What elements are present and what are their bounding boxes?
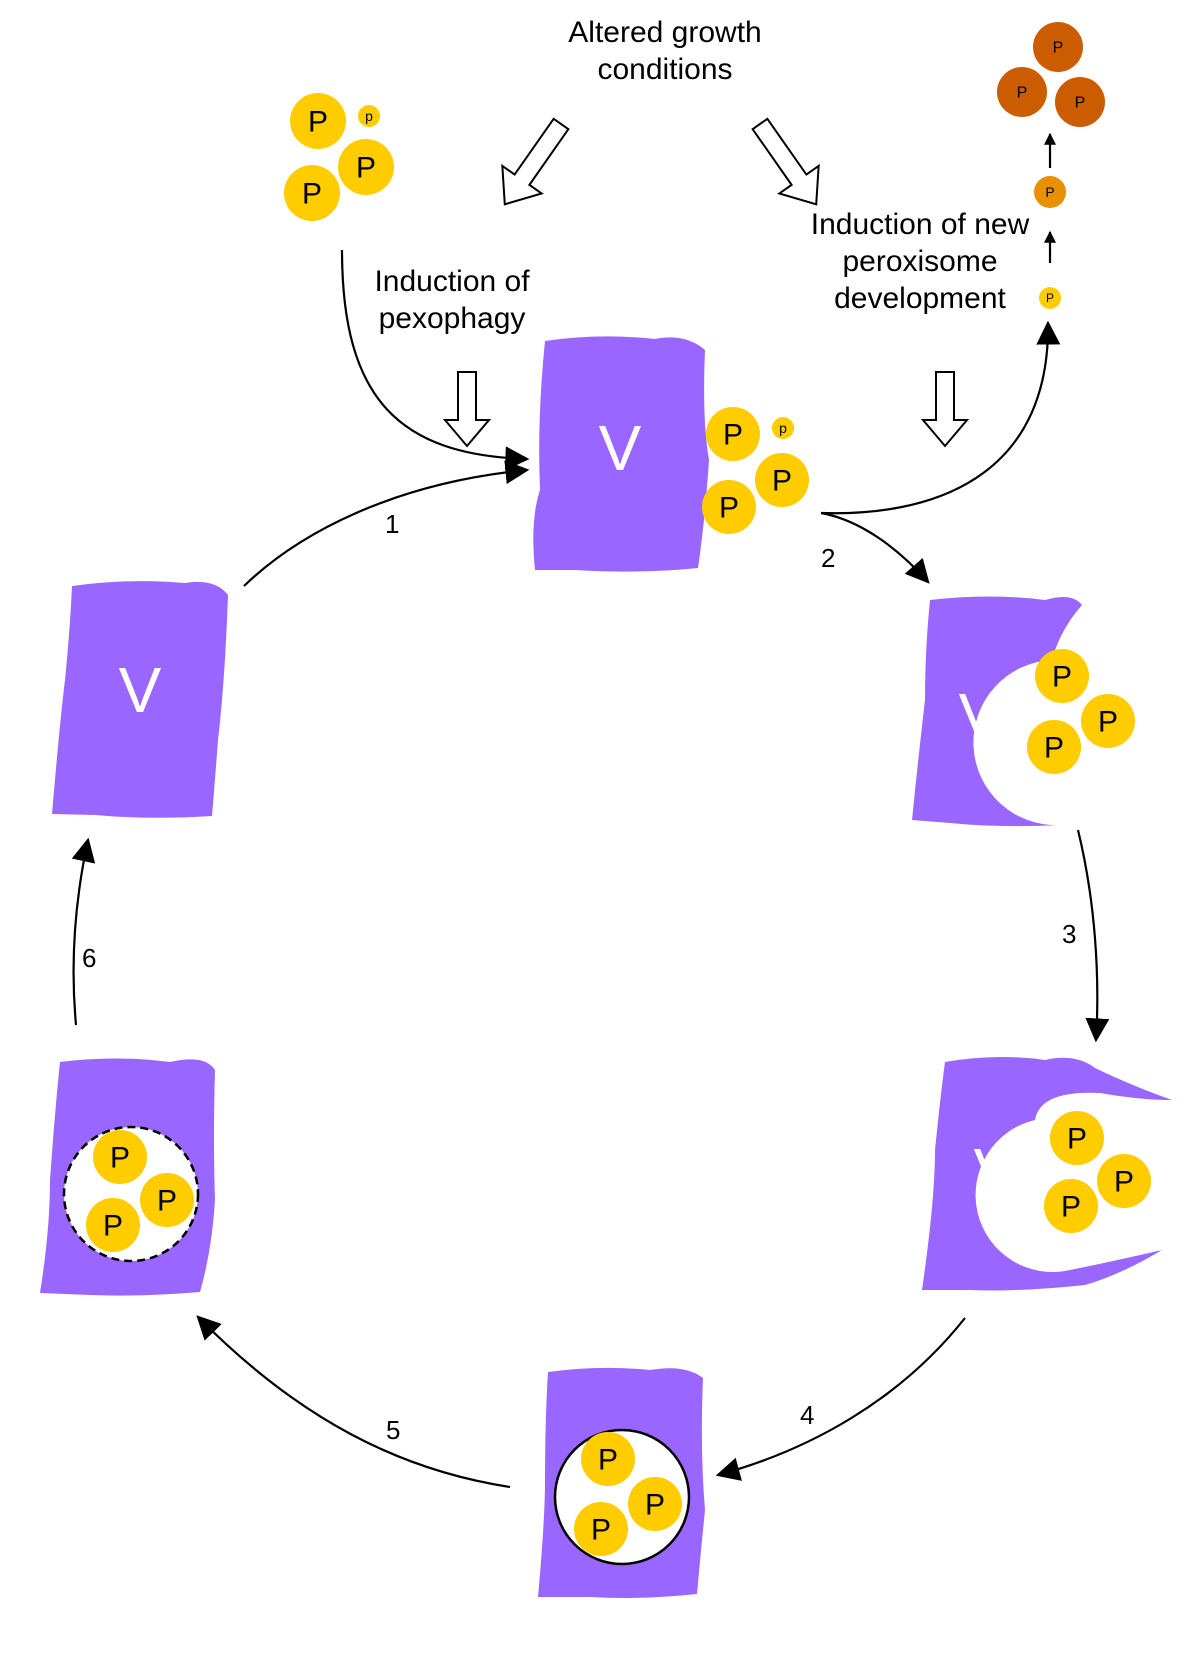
peroxisome-mature-letter: P bbox=[1053, 40, 1064, 57]
peroxisome bbox=[1050, 1111, 1104, 1165]
peroxisome-mature bbox=[997, 67, 1047, 117]
hollow-arrow-to-pexophagy bbox=[501, 117, 570, 206]
peroxisome-letter: P bbox=[302, 178, 322, 211]
induction-new-peroxisome-label-line2: peroxisome bbox=[842, 245, 997, 278]
step-label-4: 4 bbox=[800, 1400, 814, 1430]
peroxisome bbox=[1044, 1179, 1098, 1233]
peroxisome-letter: P bbox=[1098, 706, 1118, 739]
peroxisome-letter: P bbox=[591, 1514, 611, 1547]
peroxisome-letter: P bbox=[772, 465, 792, 498]
peroxisome-mature-letter: P bbox=[1075, 95, 1086, 112]
arrow-to-new-peroxisome-development bbox=[820, 320, 1061, 515]
peroxisome bbox=[574, 1502, 628, 1556]
peroxisome-letter: P bbox=[308, 106, 328, 139]
step-label-2: 2 bbox=[821, 543, 835, 573]
altered-growth-label-line2: conditions bbox=[597, 53, 732, 86]
peroxisome-letter: P bbox=[157, 1185, 177, 1218]
peroxisome bbox=[1081, 694, 1135, 748]
vacuole-top: V bbox=[533, 336, 709, 572]
vacuole-bottom bbox=[538, 1367, 705, 1598]
peroxisome-letter: P bbox=[1052, 661, 1072, 694]
peroxisome-letter: P bbox=[103, 1210, 123, 1243]
peroxisome-mature bbox=[1033, 22, 1083, 72]
peroxisome-letter: P bbox=[1061, 1191, 1081, 1224]
peroxisome-letter: P bbox=[598, 1444, 618, 1477]
peroxisome-letter: P bbox=[1067, 1123, 1087, 1156]
arrow-step-1 bbox=[243, 460, 530, 587]
hollow-arrow-to-new-peroxisome bbox=[751, 117, 820, 206]
arrow-step-2 bbox=[820, 511, 930, 584]
arrow-step-5 bbox=[196, 1315, 511, 1489]
peroxisome bbox=[706, 407, 760, 461]
peroxisome bbox=[581, 1432, 635, 1486]
peroxisome bbox=[93, 1130, 147, 1184]
peroxisome bbox=[1027, 720, 1081, 774]
peroxisome bbox=[290, 93, 346, 149]
peroxisome bbox=[338, 139, 394, 195]
peroxisome-letter: P bbox=[719, 492, 739, 525]
peroxisome bbox=[86, 1198, 140, 1252]
vacuole-engulfing-2: V bbox=[922, 1056, 1172, 1291]
peroxisome-developing bbox=[1039, 287, 1061, 309]
vacuole-engulfing-2-letter: V bbox=[974, 1135, 1017, 1207]
peroxisome-growing-letter: P bbox=[1045, 184, 1054, 200]
vacuole-left-letter: V bbox=[119, 654, 162, 726]
induction-new-peroxisome-label-line3: development bbox=[834, 282, 1006, 315]
induction-new-peroxisome-label-line1: Induction of new bbox=[811, 208, 1030, 241]
peroxisome-mature bbox=[1055, 77, 1105, 127]
peroxisome-letter: P bbox=[645, 1489, 665, 1522]
vacuole-engulfing-1: V bbox=[912, 596, 1082, 827]
peroxisome bbox=[1097, 1154, 1151, 1208]
peroxisome-small-letter: p bbox=[779, 420, 787, 436]
step-label-3: 3 bbox=[1062, 919, 1076, 949]
peroxisome bbox=[140, 1173, 194, 1227]
peroxisome-mature-letter: P bbox=[1017, 85, 1028, 102]
vacuole-top-letter: V bbox=[599, 412, 642, 484]
peroxisome-letter: P bbox=[356, 152, 376, 185]
induction-pexophagy-label-line2: pexophagy bbox=[379, 302, 526, 335]
arrow-step-4 bbox=[715, 1317, 966, 1481]
arrow-step-3 bbox=[1076, 829, 1110, 1043]
step-label-1: 1 bbox=[385, 509, 399, 539]
peroxisome-small bbox=[772, 417, 794, 439]
hollow-arrow-down-left bbox=[442, 371, 492, 448]
peroxisome-growing bbox=[1034, 176, 1066, 208]
step-label-6: 6 bbox=[82, 943, 96, 973]
peroxisome-letter: P bbox=[723, 419, 743, 452]
arrow-peroxisomes-to-vacuole bbox=[340, 249, 530, 471]
peroxisome-letter: P bbox=[110, 1142, 130, 1175]
step-label-5: 5 bbox=[386, 1415, 400, 1445]
arrow-step-6 bbox=[71, 837, 96, 1026]
vacuole-engulfing-1-letter: V bbox=[959, 680, 1002, 752]
peroxisome bbox=[284, 165, 340, 221]
peroxisome bbox=[755, 453, 809, 507]
peroxisome-letter: P bbox=[1044, 732, 1064, 765]
vacuole-left: V bbox=[52, 581, 228, 818]
peroxisome bbox=[628, 1477, 682, 1531]
peroxisome bbox=[1035, 649, 1089, 703]
peroxisome-letter: P bbox=[1114, 1166, 1134, 1199]
peroxisome-small bbox=[358, 105, 380, 127]
altered-growth-label-line1: Altered growth bbox=[568, 16, 761, 49]
peroxisome-small-letter: p bbox=[365, 108, 373, 124]
peroxisome-developing-letter: P bbox=[1046, 291, 1054, 305]
peroxisome bbox=[702, 480, 756, 534]
induction-pexophagy-label-line1: Induction of bbox=[374, 265, 530, 298]
hollow-arrow-down-right bbox=[920, 371, 970, 448]
